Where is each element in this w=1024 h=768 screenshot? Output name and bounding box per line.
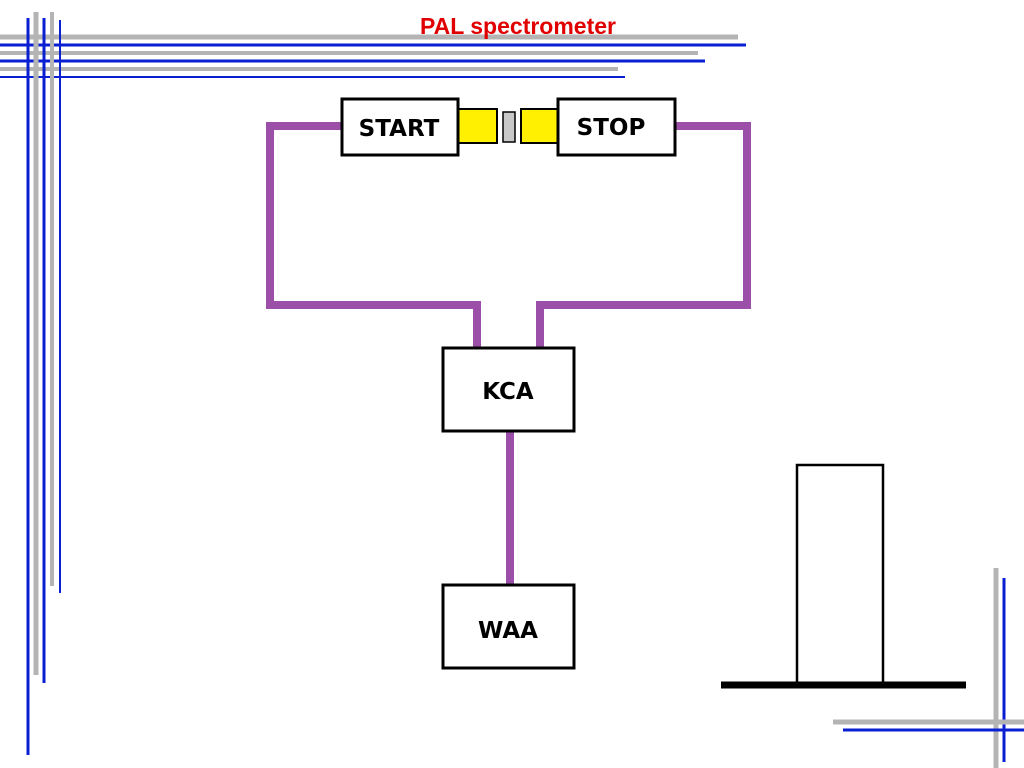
start-label: START: [359, 116, 440, 142]
kca-block-group: KCA: [441, 346, 576, 433]
positron-source: [502, 111, 516, 143]
waa-block-group: WAA: [441, 583, 576, 670]
stop-crystal: [520, 108, 560, 144]
kca-block: [441, 346, 576, 433]
page-title: PAL spectrometer: [420, 13, 616, 39]
start-crystal: [457, 108, 498, 144]
start-block: [340, 97, 460, 157]
waa-label: WAA: [478, 618, 538, 644]
frame-top-left: [0, 12, 746, 755]
stop-label: STOP: [577, 115, 646, 141]
signal-wires: [266, 122, 751, 585]
pulse-bar: [795, 463, 885, 686]
wire-stop-to-kca: [536, 122, 751, 348]
stop-block: [556, 97, 677, 157]
detector-assembly: START STOP: [340, 97, 677, 157]
waa-block: [441, 583, 576, 670]
frame-bottom-right: [833, 568, 1024, 768]
wire-start-to-kca: [266, 122, 481, 348]
spectrum-pulse: [721, 463, 966, 689]
kca-label: KCA: [482, 379, 534, 405]
